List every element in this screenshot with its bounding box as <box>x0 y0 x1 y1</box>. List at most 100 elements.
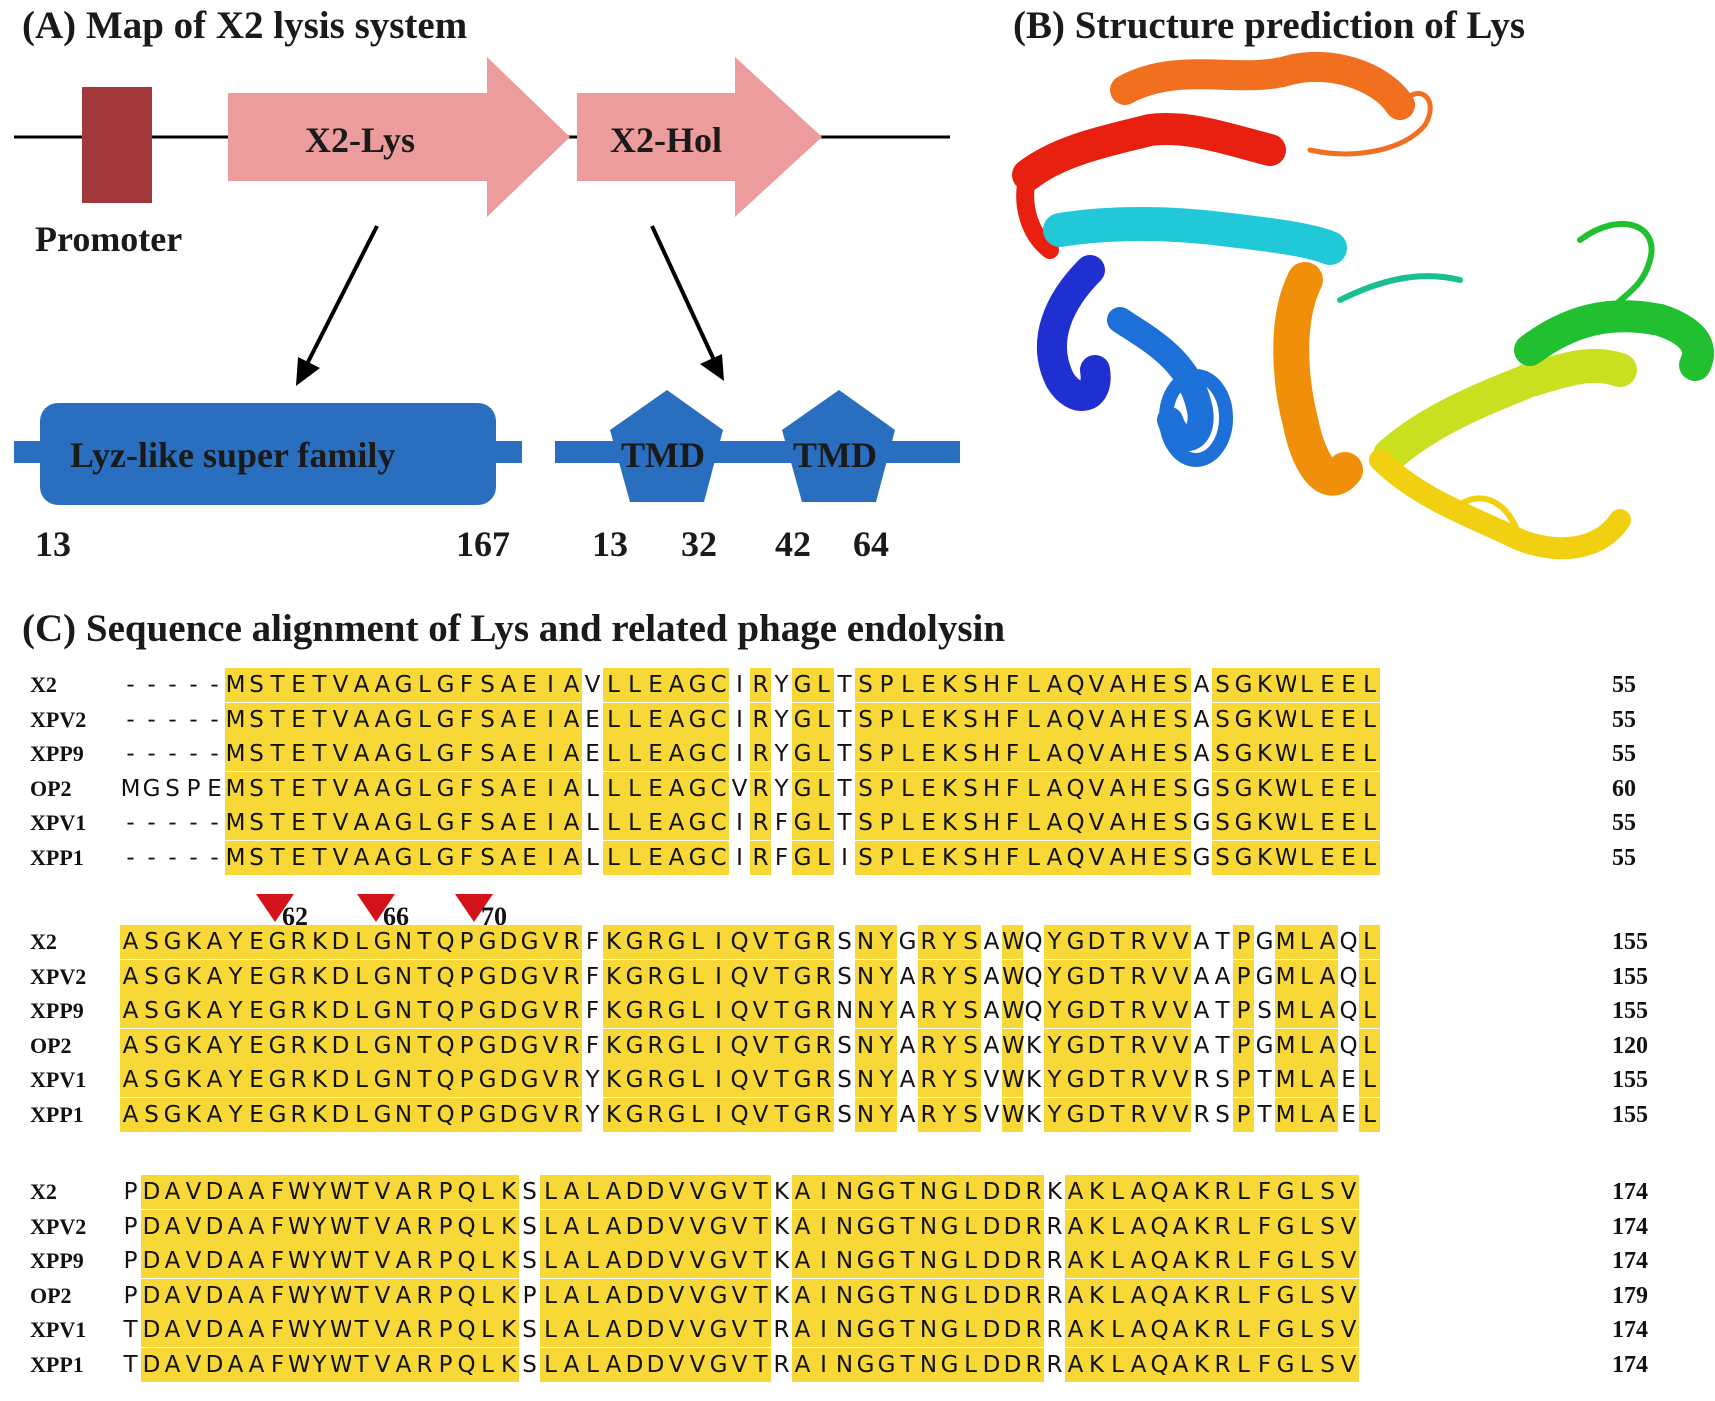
sequence-end-position: 55 <box>1612 741 1636 767</box>
residue: L <box>960 1175 981 1209</box>
residue: K <box>939 702 960 737</box>
residue: Q <box>1149 1347 1170 1382</box>
residue: T <box>837 775 852 802</box>
residue: I <box>708 925 729 959</box>
residue: E <box>1338 806 1359 840</box>
residue: T <box>309 702 330 737</box>
residue: A <box>561 1313 582 1347</box>
residue: F <box>267 1278 288 1313</box>
residue: F <box>267 1313 288 1347</box>
residue: A <box>792 1313 813 1347</box>
residue: A <box>1193 1032 1210 1059</box>
sequence-name: X2 <box>30 929 57 954</box>
residue: - <box>210 741 219 767</box>
residue: D <box>981 1209 1002 1244</box>
residue: A <box>1107 806 1128 840</box>
residue: Y <box>876 994 897 1028</box>
residue: A <box>561 1278 582 1313</box>
residue: A <box>372 806 393 840</box>
residue: A <box>899 1067 916 1093</box>
residue: Q <box>729 1028 750 1063</box>
residue: E <box>645 840 666 875</box>
residue: V <box>540 1097 561 1132</box>
residue: A <box>351 806 372 840</box>
residue: T <box>123 1351 138 1378</box>
residue: G <box>792 806 813 840</box>
residue: K <box>183 1063 204 1097</box>
residue: D <box>498 959 519 994</box>
residue: W <box>1275 771 1298 806</box>
residue: G <box>1065 959 1086 994</box>
residue: T <box>309 806 330 840</box>
residue: D <box>330 925 351 959</box>
residue: A <box>1193 672 1210 698</box>
residue: F <box>1254 1175 1275 1209</box>
residue: L <box>603 668 624 702</box>
residue: A <box>225 1244 246 1278</box>
helix-cyan <box>1043 207 1347 265</box>
residue: G <box>267 994 288 1028</box>
residue: E <box>1149 702 1170 737</box>
residue: L <box>1296 702 1317 737</box>
residue: R <box>1212 1175 1233 1209</box>
residue: A <box>561 840 582 875</box>
sequence-end-position: 155 <box>1612 929 1648 955</box>
residue: A <box>899 963 916 990</box>
residue: N <box>855 1028 876 1063</box>
residue: T <box>267 840 288 875</box>
residue: F <box>1254 1278 1275 1313</box>
residue: L <box>897 737 918 771</box>
residue: A <box>1317 1028 1338 1063</box>
residue: L <box>1296 1347 1317 1382</box>
residue: I <box>708 1097 729 1132</box>
residue: A <box>498 806 519 840</box>
residue: G <box>666 1028 687 1063</box>
residue: V <box>666 1175 687 1209</box>
residue: R <box>918 994 939 1028</box>
residue: R <box>1193 1067 1210 1093</box>
residue: K <box>1046 1179 1063 1205</box>
residue: T <box>897 1209 918 1244</box>
residue: V <box>183 1347 204 1382</box>
residue: K <box>1191 1175 1212 1209</box>
residue: S <box>855 737 876 771</box>
residue: K <box>309 1063 330 1097</box>
residue: S <box>1317 1278 1338 1313</box>
residue: G <box>477 1028 498 1063</box>
residue: S <box>246 806 267 840</box>
residue: I <box>736 844 743 871</box>
residue: G <box>855 1175 876 1209</box>
residue: A <box>561 668 582 702</box>
residue: R <box>1046 1248 1063 1274</box>
residue: F <box>1254 1313 1275 1347</box>
residue: T <box>1107 994 1128 1028</box>
residue: A <box>561 1175 582 1209</box>
residue: A <box>351 702 372 737</box>
residue: A <box>246 1313 267 1347</box>
residue: A <box>561 1209 582 1244</box>
residue: A <box>1128 1313 1149 1347</box>
residue: R <box>1193 1101 1210 1128</box>
residue: A <box>120 994 141 1028</box>
residue: E <box>1149 840 1170 875</box>
residue: A <box>1044 702 1065 737</box>
residue: L <box>351 994 372 1028</box>
residue: P <box>456 925 477 959</box>
residue: V <box>183 1244 204 1278</box>
residue: G <box>1255 963 1274 990</box>
residue: - <box>210 672 219 698</box>
residue: V <box>1338 1347 1359 1382</box>
residue: L <box>603 702 624 737</box>
residue: G <box>792 771 813 806</box>
panel-b-title: (B) Structure prediction of Lys <box>1013 4 1526 47</box>
residue: V <box>330 840 351 875</box>
residue: A <box>1170 1347 1191 1382</box>
sequence-name: XPV2 <box>30 1213 87 1239</box>
residue: R <box>750 771 771 806</box>
residue: K <box>309 994 330 1028</box>
residue: P <box>876 806 897 840</box>
residue: T <box>267 771 288 806</box>
sequence-name: XPP9 <box>30 998 84 1023</box>
